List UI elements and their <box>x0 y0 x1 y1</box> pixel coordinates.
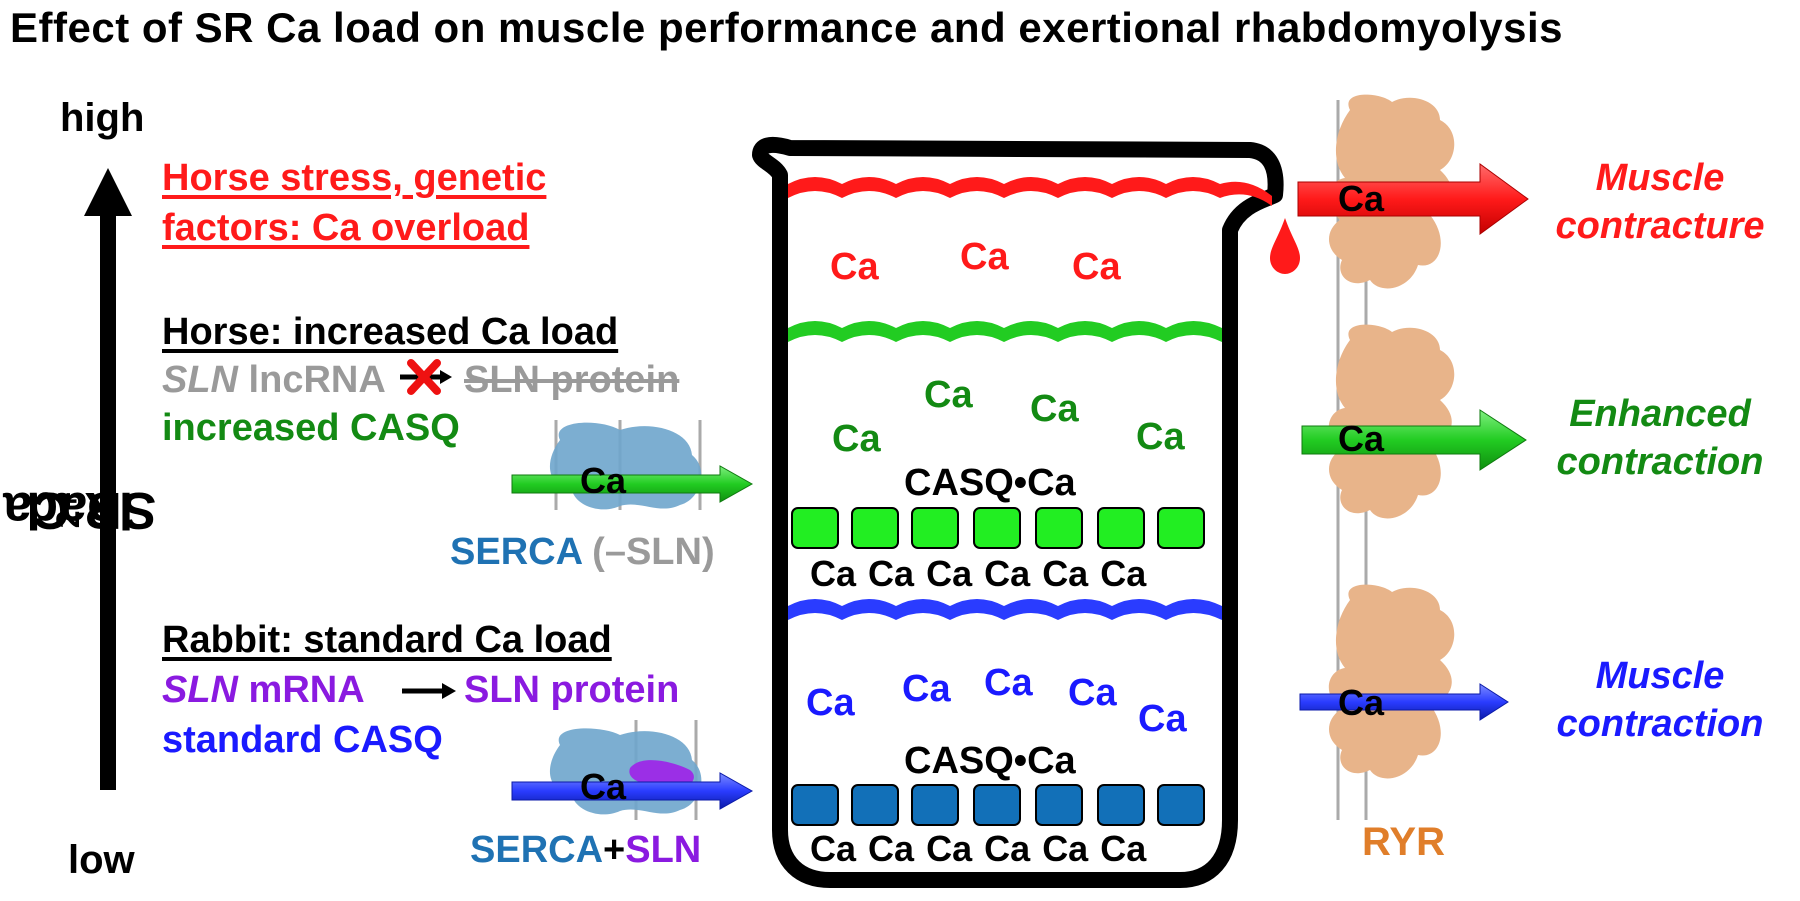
bound-ca: Ca <box>1042 553 1089 594</box>
ryr-label: RYR <box>1362 820 1445 864</box>
casq-ca-label-green: CASQ•Ca <box>904 462 1076 504</box>
serca-rabbit-label: SERCA+SLN <box>470 828 701 872</box>
free-ca-green: Ca <box>924 374 973 416</box>
outcome-contracture: Muscle contracture <box>1530 154 1790 250</box>
rabbit-heading: Rabbit: standard Ca load <box>162 619 612 661</box>
axis-low-label: low <box>68 838 135 882</box>
bound-ca-row-blue: Ca Ca Ca Ca Ca Ca <box>810 828 1146 870</box>
free-ca-green: Ca <box>1136 416 1185 458</box>
horse-sln-protein: SLN protein <box>464 359 680 401</box>
bound-ca: Ca <box>810 828 857 869</box>
horse-heading: Horse: increased Ca load <box>162 311 619 353</box>
serca-horse-suffix: (–SLN) <box>581 531 715 573</box>
bound-ca: Ca <box>926 553 973 594</box>
blocked-arrow <box>400 359 452 395</box>
free-ca-blue: Ca <box>902 668 951 710</box>
serca-rabbit-plus: + <box>603 829 626 871</box>
overload-line1: Horse stress, genetic <box>162 157 547 199</box>
horse-lncrna-line: SLN lncRNA <box>162 358 386 402</box>
ryr-channel-bottom <box>1328 584 1455 779</box>
free-ca-blue: Ca <box>1138 698 1187 740</box>
bound-ca: Ca <box>984 828 1031 869</box>
figure-title: Effect of SR Ca load on muscle performan… <box>10 4 1564 51</box>
ryr-arrow-blue <box>1299 683 1509 721</box>
serca-pump-horse <box>511 420 754 510</box>
free-ca-green: Ca <box>1030 388 1079 430</box>
rabbit-sln-protein: SLN protein <box>464 669 680 711</box>
bound-ca: Ca <box>926 828 973 869</box>
outcome-line1: Muscle <box>1595 157 1725 199</box>
free-ca-blue: Ca <box>984 662 1033 704</box>
serca-rabbit-ca: Ca <box>580 766 627 807</box>
rabbit-mrna: mRNA <box>238 669 365 711</box>
serca-rabbit-name: SERCA <box>470 829 604 871</box>
outcome-contraction: Muscle contraction <box>1530 652 1790 748</box>
red-level <box>788 177 1272 206</box>
free-ca-red: Ca <box>960 236 1009 278</box>
outcome-line2: contraction <box>1556 703 1764 745</box>
ryr-arrow-red <box>1297 163 1529 235</box>
bound-ca: Ca <box>1042 828 1089 869</box>
ryr-ca-middle: Ca <box>1338 418 1385 459</box>
free-ca-green: Ca <box>832 418 881 460</box>
serca-horse-label: SERCA (–SLN) <box>450 530 715 574</box>
ryr-channel-middle <box>1328 324 1455 519</box>
outcome-line1: Muscle <box>1595 655 1725 697</box>
outcome-line2: contracture <box>1555 205 1765 247</box>
blue-level <box>788 599 1222 620</box>
serca-horse-name: SERCA <box>450 531 582 573</box>
outcome-enhanced: Enhanced contraction <box>1530 390 1790 486</box>
serca-pump-rabbit <box>511 720 754 820</box>
bound-ca: Ca <box>1100 828 1147 869</box>
ryr-arrow-green <box>1301 409 1527 471</box>
overload-line2: factors: Ca overload <box>162 207 530 249</box>
axis-high-label: high <box>60 96 145 140</box>
translation-arrow <box>402 683 456 699</box>
free-ca-blue: Ca <box>1068 672 1117 714</box>
overflow-drip <box>1270 218 1300 274</box>
rabbit-mrna-line: SLN mRNA <box>162 668 365 712</box>
horse-casq: increased CASQ <box>162 407 460 449</box>
serca-horse-ca: Ca <box>580 460 627 501</box>
rabbit-sln-gene: SLN <box>162 669 238 711</box>
bound-ca-row-green: Ca Ca Ca Ca Ca Ca <box>810 553 1146 595</box>
outcome-line1: Enhanced <box>1569 393 1751 435</box>
bound-ca: Ca <box>868 828 915 869</box>
casq-row-increased <box>791 507 1205 549</box>
free-ca-blue: Ca <box>806 682 855 724</box>
bound-ca: Ca <box>1100 553 1147 594</box>
ryr-ca-top: Ca <box>1338 178 1385 219</box>
horse-lncrna: lncRNA <box>238 359 386 401</box>
axis-arrow <box>84 168 132 790</box>
bound-ca: Ca <box>810 553 857 594</box>
free-ca-red: Ca <box>830 246 879 288</box>
ryr-ca-bottom: Ca <box>1338 682 1385 723</box>
horse-sln-gene: SLN <box>162 359 238 401</box>
bound-ca: Ca <box>984 553 1031 594</box>
casq-ca-label-blue: CASQ•Ca <box>904 740 1076 782</box>
bound-ca: Ca <box>868 553 915 594</box>
outcome-line2: contraction <box>1556 441 1764 483</box>
free-ca-red: Ca <box>1072 246 1121 288</box>
serca-rabbit-sln: SLN <box>625 829 702 871</box>
rabbit-casq: standard CASQ <box>162 719 443 761</box>
green-level <box>788 321 1222 342</box>
axis-label-tail: load <box>26 481 134 540</box>
casq-row-standard <box>791 784 1205 826</box>
